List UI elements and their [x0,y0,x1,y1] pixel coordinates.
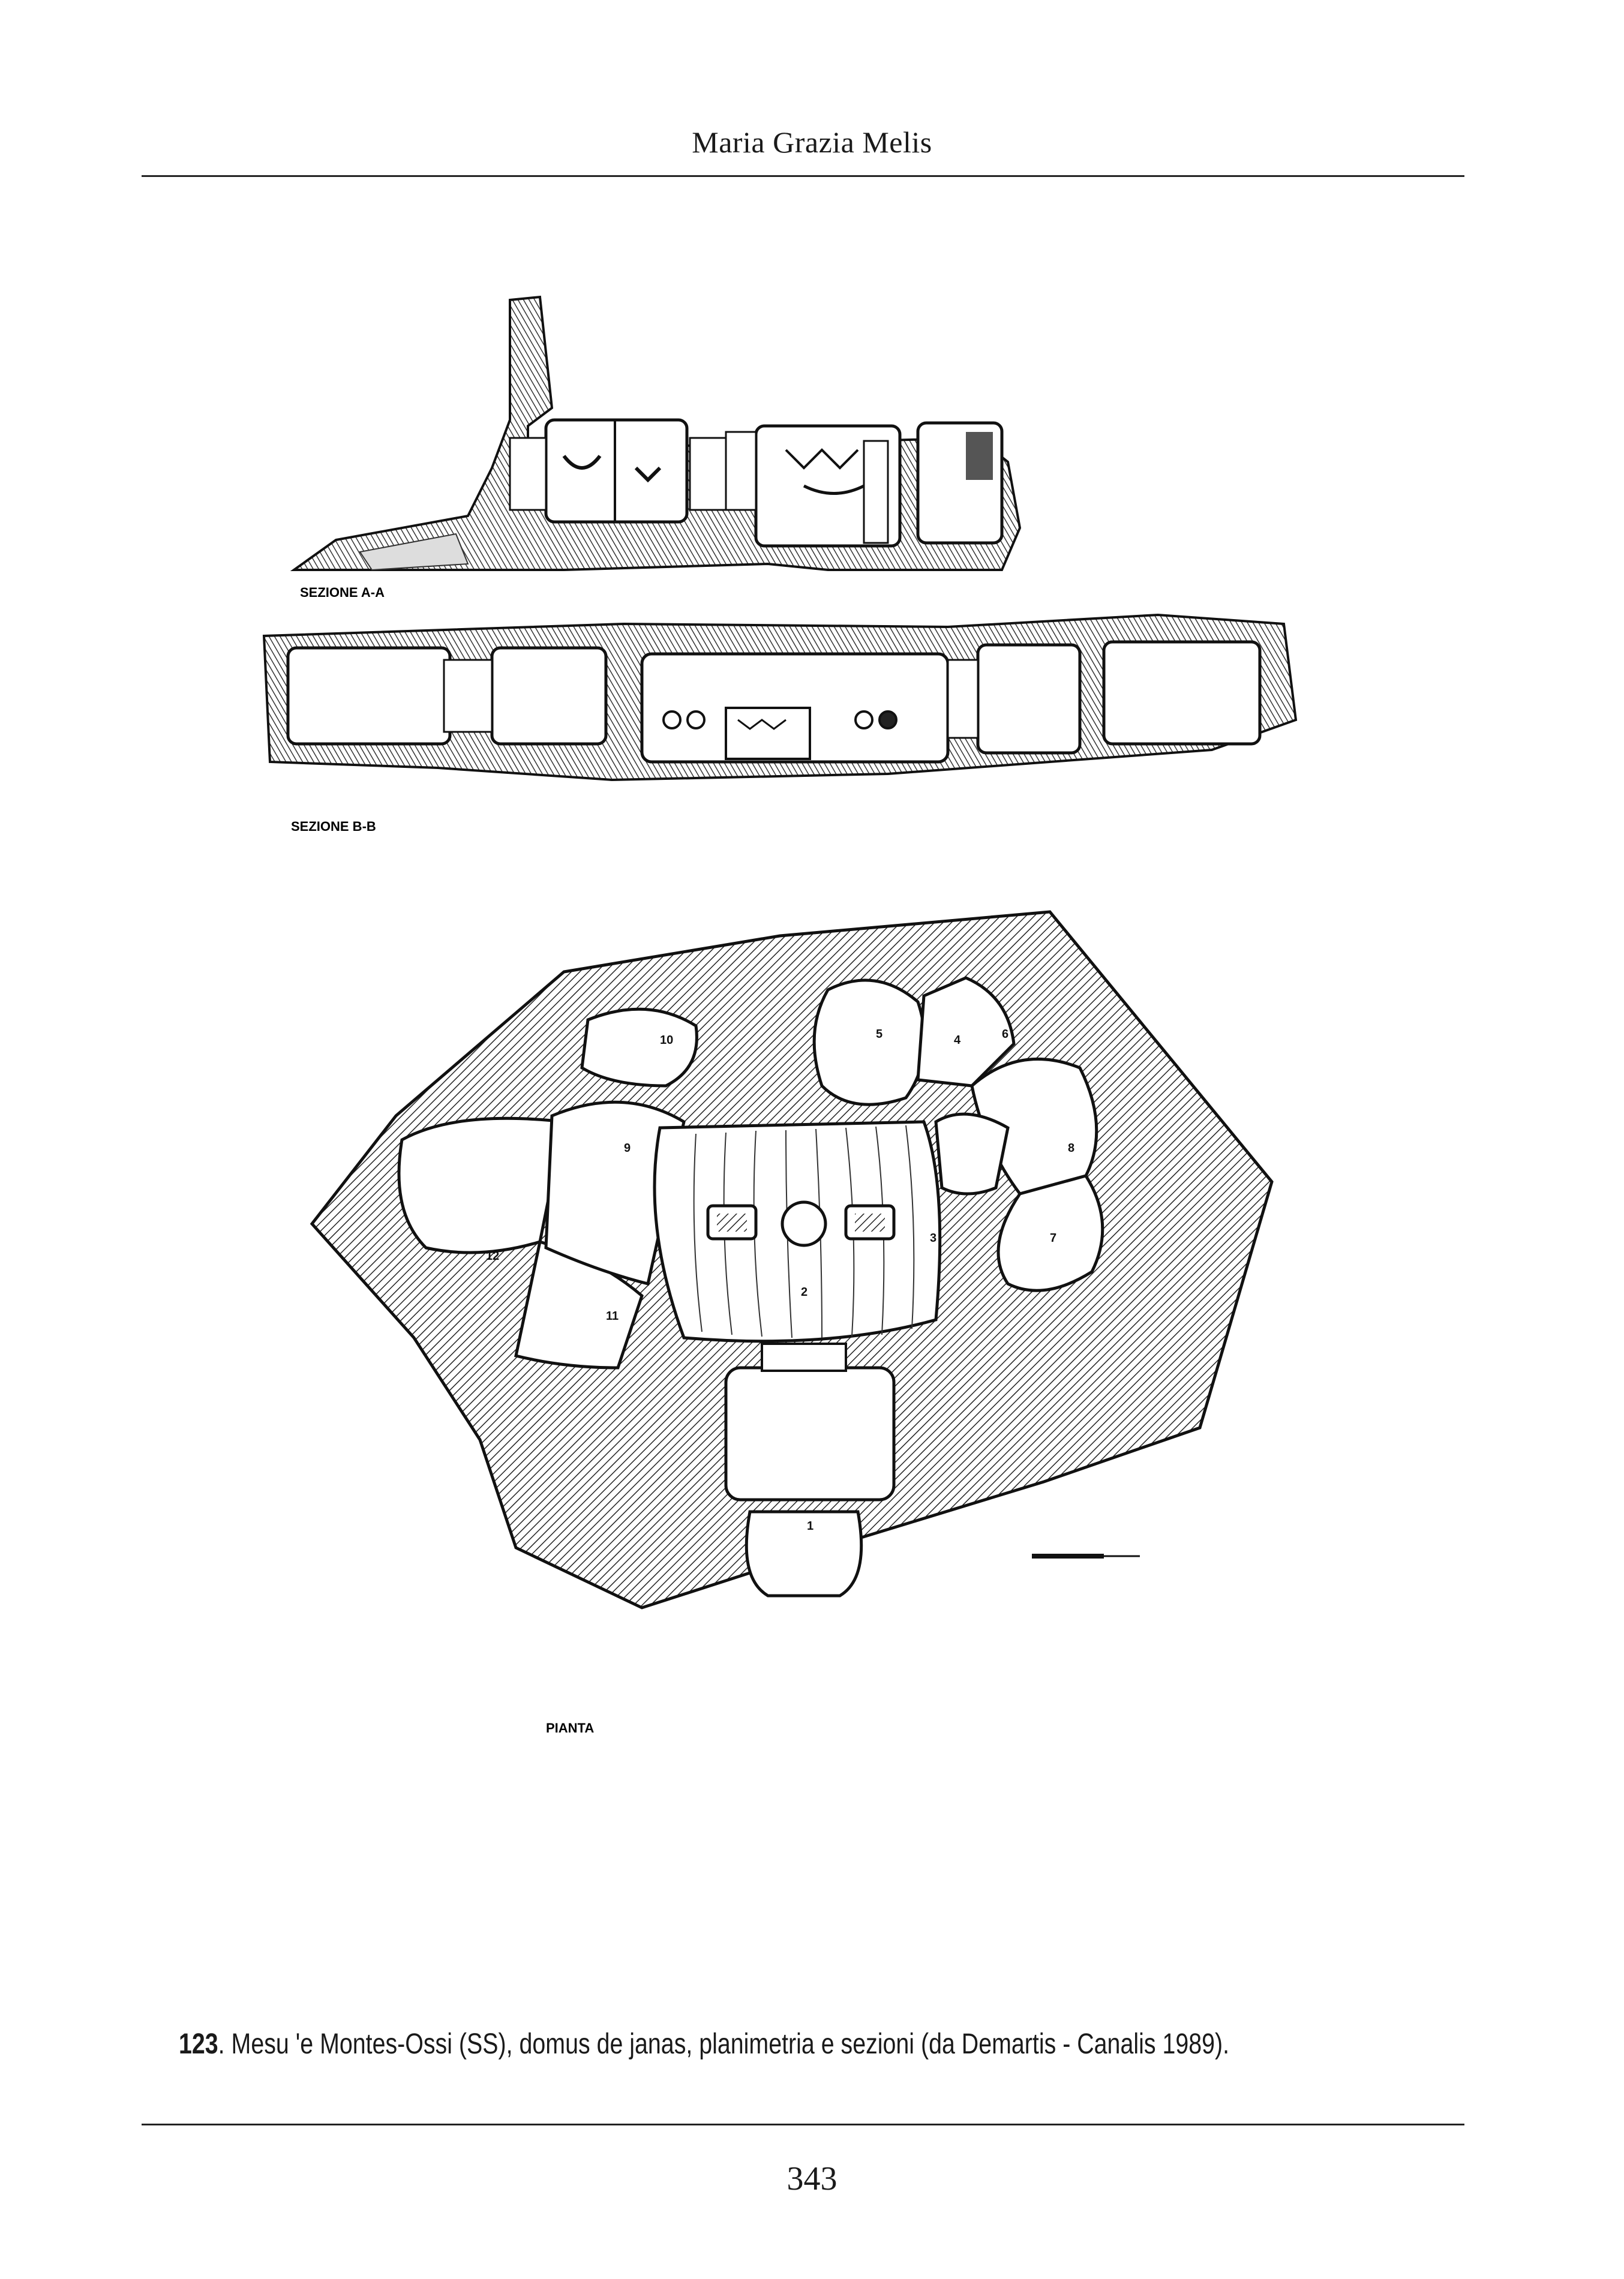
plan-label: PIANTA [546,1720,594,1735]
section-a-label: SEZIONE A-A [300,585,385,600]
section-a-a-drawing: SEZIONE A-A [290,295,1022,600]
room-number-2: 2 [801,1286,808,1299]
plan-drawing: 1 2 3 4 5 6 7 8 9 10 11 12 PIANTA [310,910,1274,1735]
scale-bar [1032,1554,1140,1559]
room-number-1: 1 [807,1520,813,1533]
room-number-6: 6 [1002,1028,1008,1041]
room-number-8: 8 [1068,1142,1074,1155]
room-number-10: 10 [660,1034,673,1047]
page-number: 343 [787,2160,837,2197]
room-number-4: 4 [954,1034,961,1047]
header-rule [142,175,1464,177]
figure-number: 123 [179,2028,218,2060]
section-b-b-drawing: SEZIONE B-B [262,613,1298,834]
room-number-12: 12 [486,1250,499,1263]
figure-caption: 123. Mesu 'e Montes-Ossi (SS), domus de … [179,2028,1229,2061]
footer-rule [142,2124,1464,2125]
room-number-5: 5 [876,1028,882,1041]
room-number-7: 7 [1050,1232,1056,1245]
caption-text: . Mesu 'e Montes-Ossi (SS), domus de jan… [218,2028,1230,2060]
running-header: Maria Grazia Melis [692,125,932,159]
section-b-label: SEZIONE B-B [291,819,376,834]
room-number-3: 3 [930,1232,936,1245]
tomb-drawing: SEZIONE A-A SEZIONE B-B [262,295,1298,1735]
room-number-11: 11 [606,1310,619,1323]
room-number-9: 9 [624,1142,631,1155]
